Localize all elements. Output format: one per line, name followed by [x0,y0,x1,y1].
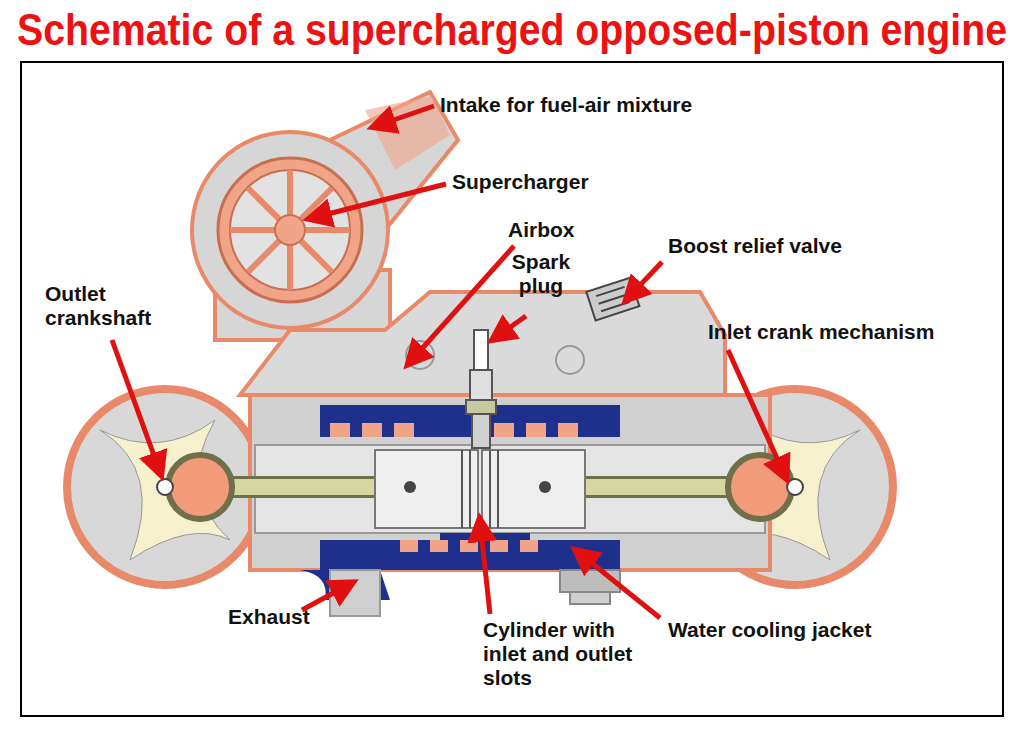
part-label: Airbox [508,218,575,242]
part-label: Inlet crank mechanism [708,320,934,344]
exhaust-pipe [300,570,620,616]
connecting-rods [157,455,803,519]
part-label: Spark plug [506,250,576,298]
crankcases [67,389,893,585]
pistons [375,450,585,528]
part-label: Supercharger [452,170,589,194]
title: Schematic of a supercharged opposed-pist… [17,6,1007,54]
boost-relief-valve [586,278,639,321]
leader-arrows [112,106,785,618]
spark-plug [466,330,496,448]
part-label: Cylinder with inlet and outlet slots [483,618,658,690]
part-label: Intake for fuel-air mixture [440,93,692,117]
part-label: Water cooling jacket [668,618,871,642]
part-label: Boost relief valve [668,234,842,258]
part-label: Exhaust [228,605,310,629]
frame [21,62,1003,716]
part-label: Outlet crankshaft [45,282,165,330]
